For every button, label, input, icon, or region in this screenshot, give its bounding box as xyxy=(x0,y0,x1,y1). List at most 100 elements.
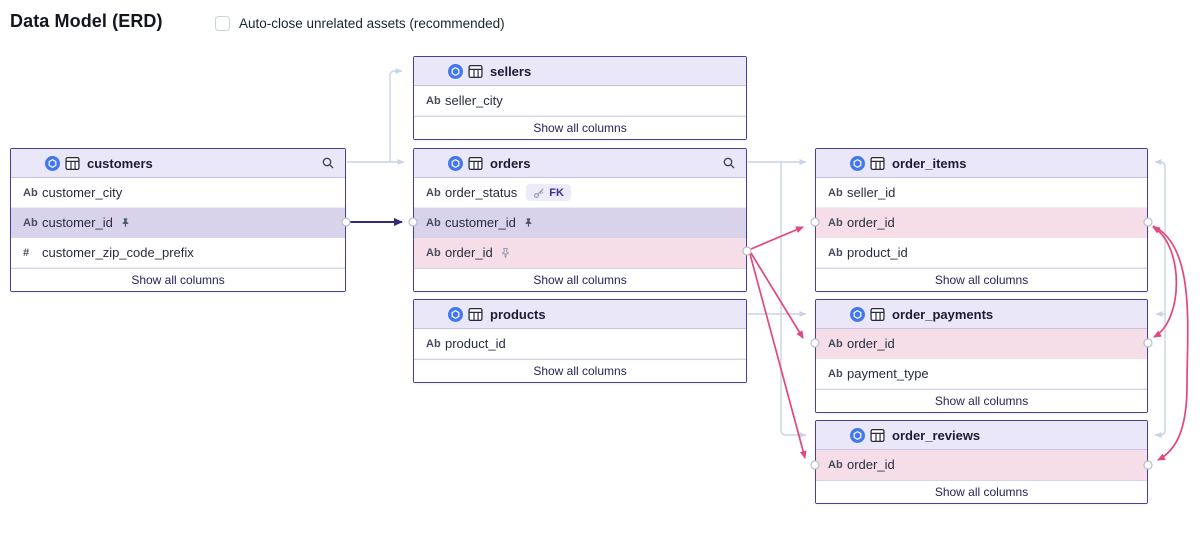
show-all-columns-button[interactable]: Show all columns xyxy=(816,268,1147,291)
table-icon xyxy=(65,156,80,171)
column-type-icon: Ab xyxy=(828,337,843,350)
column-row-customers-customer_id[interactable]: Ab customer_id xyxy=(11,208,345,238)
edge-order-items-orderid-to-order-reviews xyxy=(1152,225,1189,461)
table-icon xyxy=(468,64,483,79)
column-name: customer_zip_code_prefix xyxy=(42,245,194,260)
table-name: orders xyxy=(490,155,531,171)
search-icon[interactable] xyxy=(321,156,335,170)
table-header-customers[interactable]: customers xyxy=(11,149,345,178)
column-name: customer_id xyxy=(42,215,113,230)
column-name: order_id xyxy=(445,245,493,260)
column-row-order_items-order_id[interactable]: Ab order_id xyxy=(816,208,1147,238)
column-name: payment_type xyxy=(847,366,929,381)
table-name: products xyxy=(490,306,546,322)
column-name: customer_city xyxy=(42,185,123,200)
show-all-columns-button[interactable]: Show all columns xyxy=(414,268,746,291)
edge-order-items-orderid-to-order-payments xyxy=(1152,226,1178,338)
column-row-order_payments-payment_type[interactable]: Ab payment_type xyxy=(816,359,1147,389)
column-type-icon: Ab xyxy=(828,186,843,199)
table-header-sellers[interactable]: sellers xyxy=(414,57,746,86)
column-type-icon: Ab xyxy=(23,186,38,199)
column-name: order_status xyxy=(445,185,518,200)
source-icon xyxy=(448,306,463,322)
table-header-products[interactable]: products xyxy=(414,300,746,329)
table-icon xyxy=(870,428,885,443)
pin-outline-icon[interactable] xyxy=(500,247,511,259)
table-icon xyxy=(468,307,483,322)
key-icon xyxy=(533,187,545,199)
column-type-icon: Ab xyxy=(828,216,843,229)
column-type-icon: Ab xyxy=(426,337,441,350)
search-icon[interactable] xyxy=(722,156,736,170)
source-icon xyxy=(850,427,865,443)
column-row-customers-customer_city[interactable]: Ab customer_city xyxy=(11,178,345,208)
pin-icon[interactable] xyxy=(120,217,131,229)
source-icon xyxy=(850,155,865,171)
column-row-order_items-seller_id[interactable]: Ab seller_id xyxy=(816,178,1147,208)
column-name: order_id xyxy=(847,215,895,230)
column-name: order_id xyxy=(847,457,895,472)
table-header-order_items[interactable]: order_items xyxy=(816,149,1147,178)
fk-badge-label: FK xyxy=(549,186,564,199)
table-header-orders[interactable]: orders xyxy=(414,149,746,178)
column-name: product_id xyxy=(847,245,908,260)
edge-orders-orderid-to-order-items xyxy=(750,226,804,250)
column-name: customer_id xyxy=(445,215,516,230)
table-header-order_payments[interactable]: order_payments xyxy=(816,300,1147,329)
column-row-order_payments-order_id[interactable]: Ab order_id xyxy=(816,329,1147,359)
table-name: order_items xyxy=(892,155,967,171)
column-type-icon: Ab xyxy=(426,186,441,199)
edge-right-bus xyxy=(1154,159,1166,438)
column-name: seller_city xyxy=(445,93,503,108)
column-type-icon: Ab xyxy=(828,458,843,471)
column-name: seller_id xyxy=(847,185,896,200)
table-header-order_reviews[interactable]: order_reviews xyxy=(816,421,1147,450)
column-type-icon: Ab xyxy=(426,94,441,107)
source-icon xyxy=(448,63,463,79)
autoclose-checkbox-label: Auto-close unrelated assets (recommended… xyxy=(239,16,505,31)
edge-orders-orderid-to-order-payments xyxy=(750,252,804,339)
column-row-orders-customer_id[interactable]: Ab customer_id xyxy=(414,208,746,238)
show-all-columns-button[interactable]: Show all columns xyxy=(816,389,1147,412)
table-icon xyxy=(468,156,483,171)
show-all-columns-button[interactable]: Show all columns xyxy=(414,359,746,382)
column-type-icon: Ab xyxy=(426,216,441,229)
column-type-icon: Ab xyxy=(828,367,843,380)
column-row-order_reviews-order_id[interactable]: Ab order_id xyxy=(816,450,1147,480)
edge-orders-orderid-to-order-reviews xyxy=(749,253,807,459)
show-all-columns-button[interactable]: Show all columns xyxy=(816,480,1147,503)
table-name: order_reviews xyxy=(892,427,981,443)
column-type-icon: # xyxy=(23,246,30,259)
column-row-sellers-seller_city[interactable]: Ab seller_city xyxy=(414,86,746,116)
edge-customers-to-sellers xyxy=(389,68,403,162)
autoclose-option: Auto-close unrelated assets (recommended… xyxy=(215,16,505,31)
column-row-customers-customer_zip_code_prefix[interactable]: # customer_zip_code_prefix xyxy=(11,238,345,268)
table-name: customers xyxy=(87,155,153,171)
page-title: Data Model (ERD) xyxy=(10,11,163,31)
edge-orders-to-order-reviews xyxy=(780,162,807,438)
show-all-columns-button[interactable]: Show all columns xyxy=(414,116,746,139)
column-type-icon: Ab xyxy=(828,246,843,259)
column-row-orders-order_status[interactable]: Ab order_status FK xyxy=(414,178,746,208)
source-icon xyxy=(448,155,463,171)
source-icon xyxy=(850,306,865,322)
column-type-icon: Ab xyxy=(23,216,38,229)
table-icon xyxy=(870,307,885,322)
column-name: order_id xyxy=(847,336,895,351)
fk-badge: FK xyxy=(526,184,571,201)
column-row-orders-order_id[interactable]: Ab order_id xyxy=(414,238,746,268)
show-all-columns-button[interactable]: Show all columns xyxy=(11,268,345,291)
column-row-order_items-product_id[interactable]: Ab product_id xyxy=(816,238,1147,268)
column-type-icon: Ab xyxy=(426,246,441,259)
table-name: sellers xyxy=(490,63,532,79)
autoclose-checkbox[interactable] xyxy=(215,16,230,31)
pin-icon[interactable] xyxy=(523,217,534,229)
